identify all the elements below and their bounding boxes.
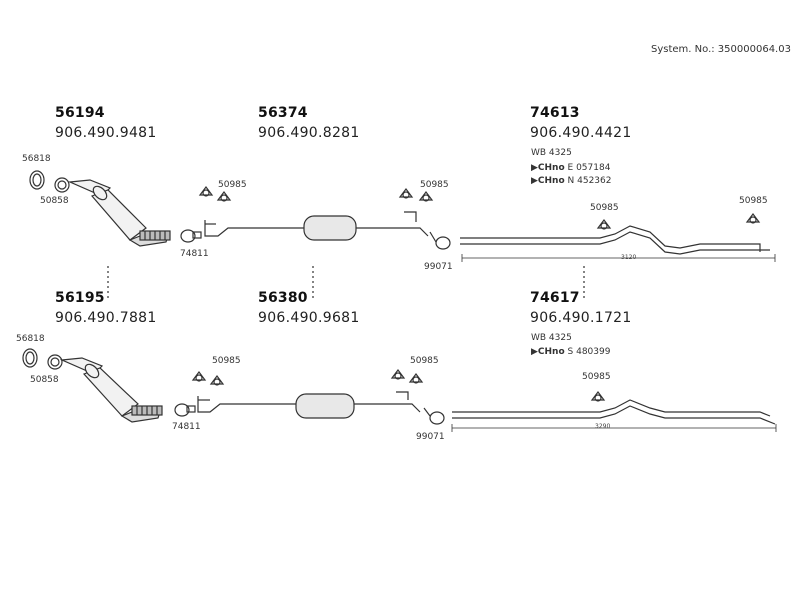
bottom-label-50858: 50858 [30,375,59,385]
bottom-clamp-56818 [22,348,38,368]
top-oem-number-3: 906.490.4421 [530,125,632,141]
bottom-hanger-50985-b [390,369,424,400]
bottom-wb-note: WB 4325 [531,333,572,343]
top-clamp-56818 [29,170,45,190]
bottom-label-99071: 99071 [416,432,445,442]
top-label-56818: 56818 [22,154,51,164]
bottom-label-50985-c: 50985 [582,372,611,382]
top-label-99071: 99071 [424,262,453,272]
bottom-label-50985-b: 50985 [410,356,439,366]
bottom-dimension-label: 3290 [595,423,611,430]
bottom-gasket-50858 [47,354,63,370]
bottom-catalytic-converter [59,357,161,423]
bottom-hanger-50985-c [590,391,606,402]
top-chassis-value-1: E 057184 [567,163,611,173]
bottom-part-number-1: 56195 [55,290,105,306]
bottom-label-50985-a: 50985 [212,356,241,366]
bottom-part-number-3: 74617 [530,290,580,306]
bottom-oem-number-3: 906.490.1721 [530,310,632,326]
top-label-50985-a: 50985 [218,180,247,190]
top-clamp-99071 [429,231,451,250]
top-tail-pipe [460,225,770,255]
top-clamp-74811 [180,229,202,243]
top-label-50985-d: 50985 [739,196,768,206]
bottom-dimension-line [451,424,777,432]
top-label-50985-b: 50985 [420,180,449,190]
bottom-clamp-99071 [423,407,445,425]
top-hanger-50985-d [745,213,761,224]
top-dimension-line [461,254,776,262]
system-number: System. No.: 350000064.03 [651,44,791,55]
bottom-tail-pipe [452,399,776,425]
top-wb-note: WB 4325 [531,148,572,158]
top-oem-number-1: 906.490.9481 [55,125,157,141]
bottom-label-56818: 56818 [16,334,45,344]
bottom-flex-pipe [131,405,163,416]
bottom-chassis-value-1: S 480399 [567,347,611,357]
top-label-50985-c: 50985 [590,203,619,213]
top-label-50858: 50858 [40,196,69,206]
top-hanger-50985-b [398,188,434,222]
bottom-oem-number-1: 906.490.7881 [55,310,157,326]
top-gasket-50858 [54,177,70,193]
bottom-hanger-50985-a [191,371,225,386]
bottom-chassis-note-1: ▶CHno S 480399 [531,347,611,357]
bottom-muffler [295,393,355,419]
bottom-clamp-74811 [174,403,196,417]
top-part-number-2: 56374 [258,105,308,121]
top-chassis-value-2: N 452362 [567,176,612,186]
top-muffler [303,215,357,241]
bottom-oem-number-2: 906.490.9681 [258,310,360,326]
top-part-number-1: 56194 [55,105,105,121]
top-flex-pipe [139,230,171,241]
top-chassis-note-2: ▶CHno N 452362 [531,176,612,186]
top-catalytic-converter [67,179,169,247]
top-chassis-note-1: ▶CHno E 057184 [531,163,611,173]
bottom-part-number-2: 56380 [258,290,308,306]
top-oem-number-2: 906.490.8281 [258,125,360,141]
top-label-74811: 74811 [180,249,209,259]
bottom-middle-pipe [197,396,421,413]
top-hanger-50985-c [596,219,612,230]
top-middle-pipe [204,220,429,237]
top-dimension-label: 3120 [621,254,637,261]
top-chassis-prefix-1: CHno [537,163,565,173]
bottom-label-74811: 74811 [172,422,201,432]
bottom-chassis-prefix-1: CHno [537,347,565,357]
top-part-number-3: 74613 [530,105,580,121]
top-chassis-prefix-2: CHno [537,176,565,186]
